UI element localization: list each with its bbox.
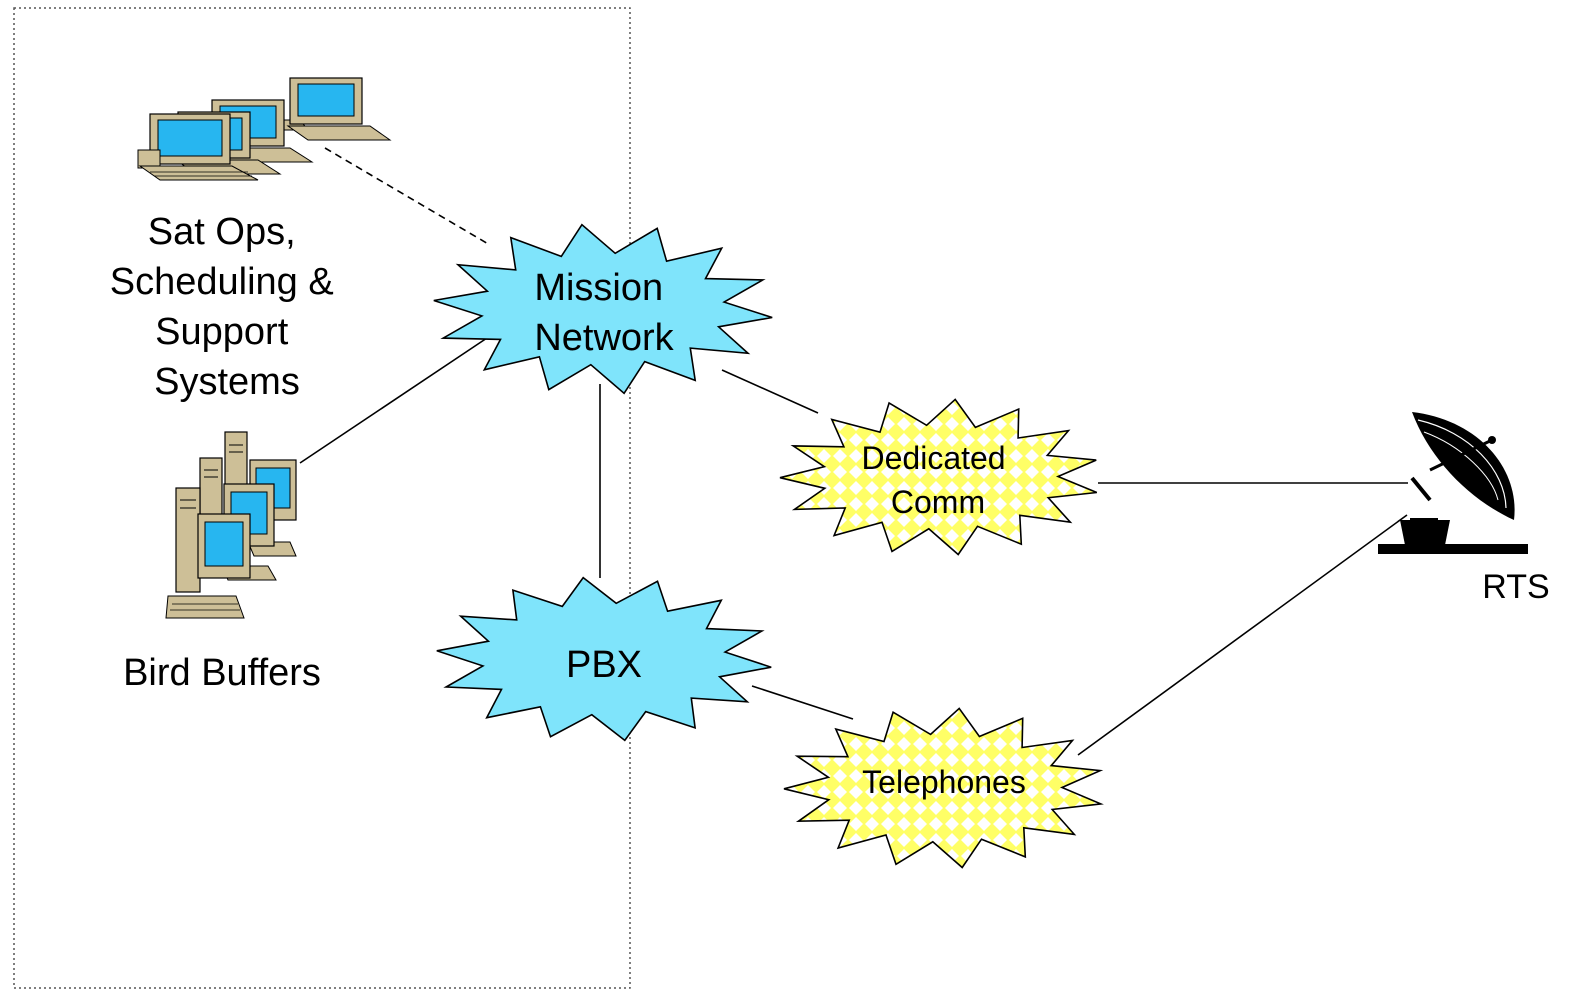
telephones-cloud xyxy=(783,707,1104,869)
sat-ops-label: Sat Ops, Scheduling & Support Systems xyxy=(110,211,345,403)
pbx-label: PBX xyxy=(566,644,642,686)
bird-buffers-label: Bird Buffers xyxy=(123,652,321,694)
link-mission-dedicated xyxy=(721,369,819,414)
link-pbx-telephones xyxy=(751,685,854,720)
link-telephones-rts xyxy=(1077,514,1408,756)
rts-label: RTS xyxy=(1482,568,1549,606)
facility-boundary xyxy=(13,7,631,989)
pbx-cloud xyxy=(436,576,772,742)
desktop-computers-icon xyxy=(137,77,392,181)
tower-computers-icon xyxy=(165,431,297,619)
satellite-dish-icon xyxy=(1378,412,1528,554)
mission-network-label: Mission Network xyxy=(534,267,674,359)
dedicated-comm-cloud xyxy=(779,398,1098,556)
link-buffers-mission xyxy=(299,337,488,464)
mission-network-cloud xyxy=(433,223,773,395)
telephones-label: Telephones xyxy=(862,764,1026,800)
link-workstations-mission xyxy=(324,147,491,246)
dedicated-comm-label: Dedicated Comm xyxy=(862,440,1015,520)
